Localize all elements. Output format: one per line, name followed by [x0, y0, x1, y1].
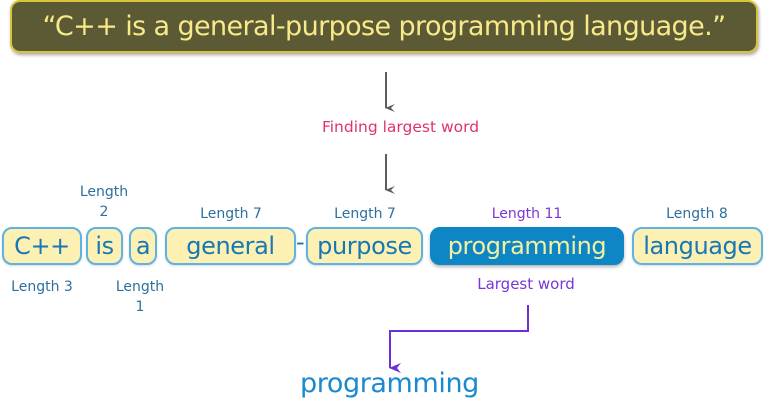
- word-box-general: general: [165, 227, 296, 265]
- length-label-a: Length 1: [108, 277, 172, 317]
- length-label-a-word: Length: [115, 279, 165, 295]
- length-label-is-num: 2: [99, 204, 109, 220]
- length-label-cpp: Length 3: [11, 279, 73, 295]
- length-label-is: Length 2: [72, 182, 136, 222]
- sentence-text: “C++ is a general-purpose programming la…: [42, 11, 727, 42]
- word-text: is: [95, 232, 114, 260]
- largest-word-label: Largest word: [477, 275, 575, 293]
- length-label-is-word: Length: [79, 184, 129, 200]
- step-label: Finding largest word: [0, 118, 765, 136]
- word-text: general: [186, 232, 275, 260]
- result-word: programming: [300, 368, 479, 399]
- length-label-programming: Length 11: [491, 206, 563, 222]
- word-box-purpose: purpose: [306, 227, 423, 265]
- word-box-language: language: [632, 227, 763, 265]
- word-box-programming-highlighted: programming: [430, 227, 624, 265]
- word-text: C++: [14, 232, 70, 260]
- word-box-a: a: [129, 227, 157, 265]
- sentence-box: “C++ is a general-purpose programming la…: [10, 0, 758, 53]
- length-label-a-num: 1: [135, 299, 145, 315]
- word-text: programming: [447, 232, 607, 260]
- word-text: language: [643, 232, 752, 260]
- word-box-cpp: C++: [2, 227, 82, 265]
- word-box-is: is: [86, 227, 123, 265]
- result-arrow: [389, 305, 529, 373]
- step-label-text: Finding largest word: [321, 118, 480, 136]
- hyphen: -: [296, 228, 305, 256]
- length-label-purpose: Length 7: [334, 206, 396, 222]
- length-label-language: Length 8: [666, 206, 728, 222]
- word-text: a: [135, 232, 151, 260]
- length-label-general: Length 7: [200, 206, 262, 222]
- word-text: purpose: [317, 232, 412, 260]
